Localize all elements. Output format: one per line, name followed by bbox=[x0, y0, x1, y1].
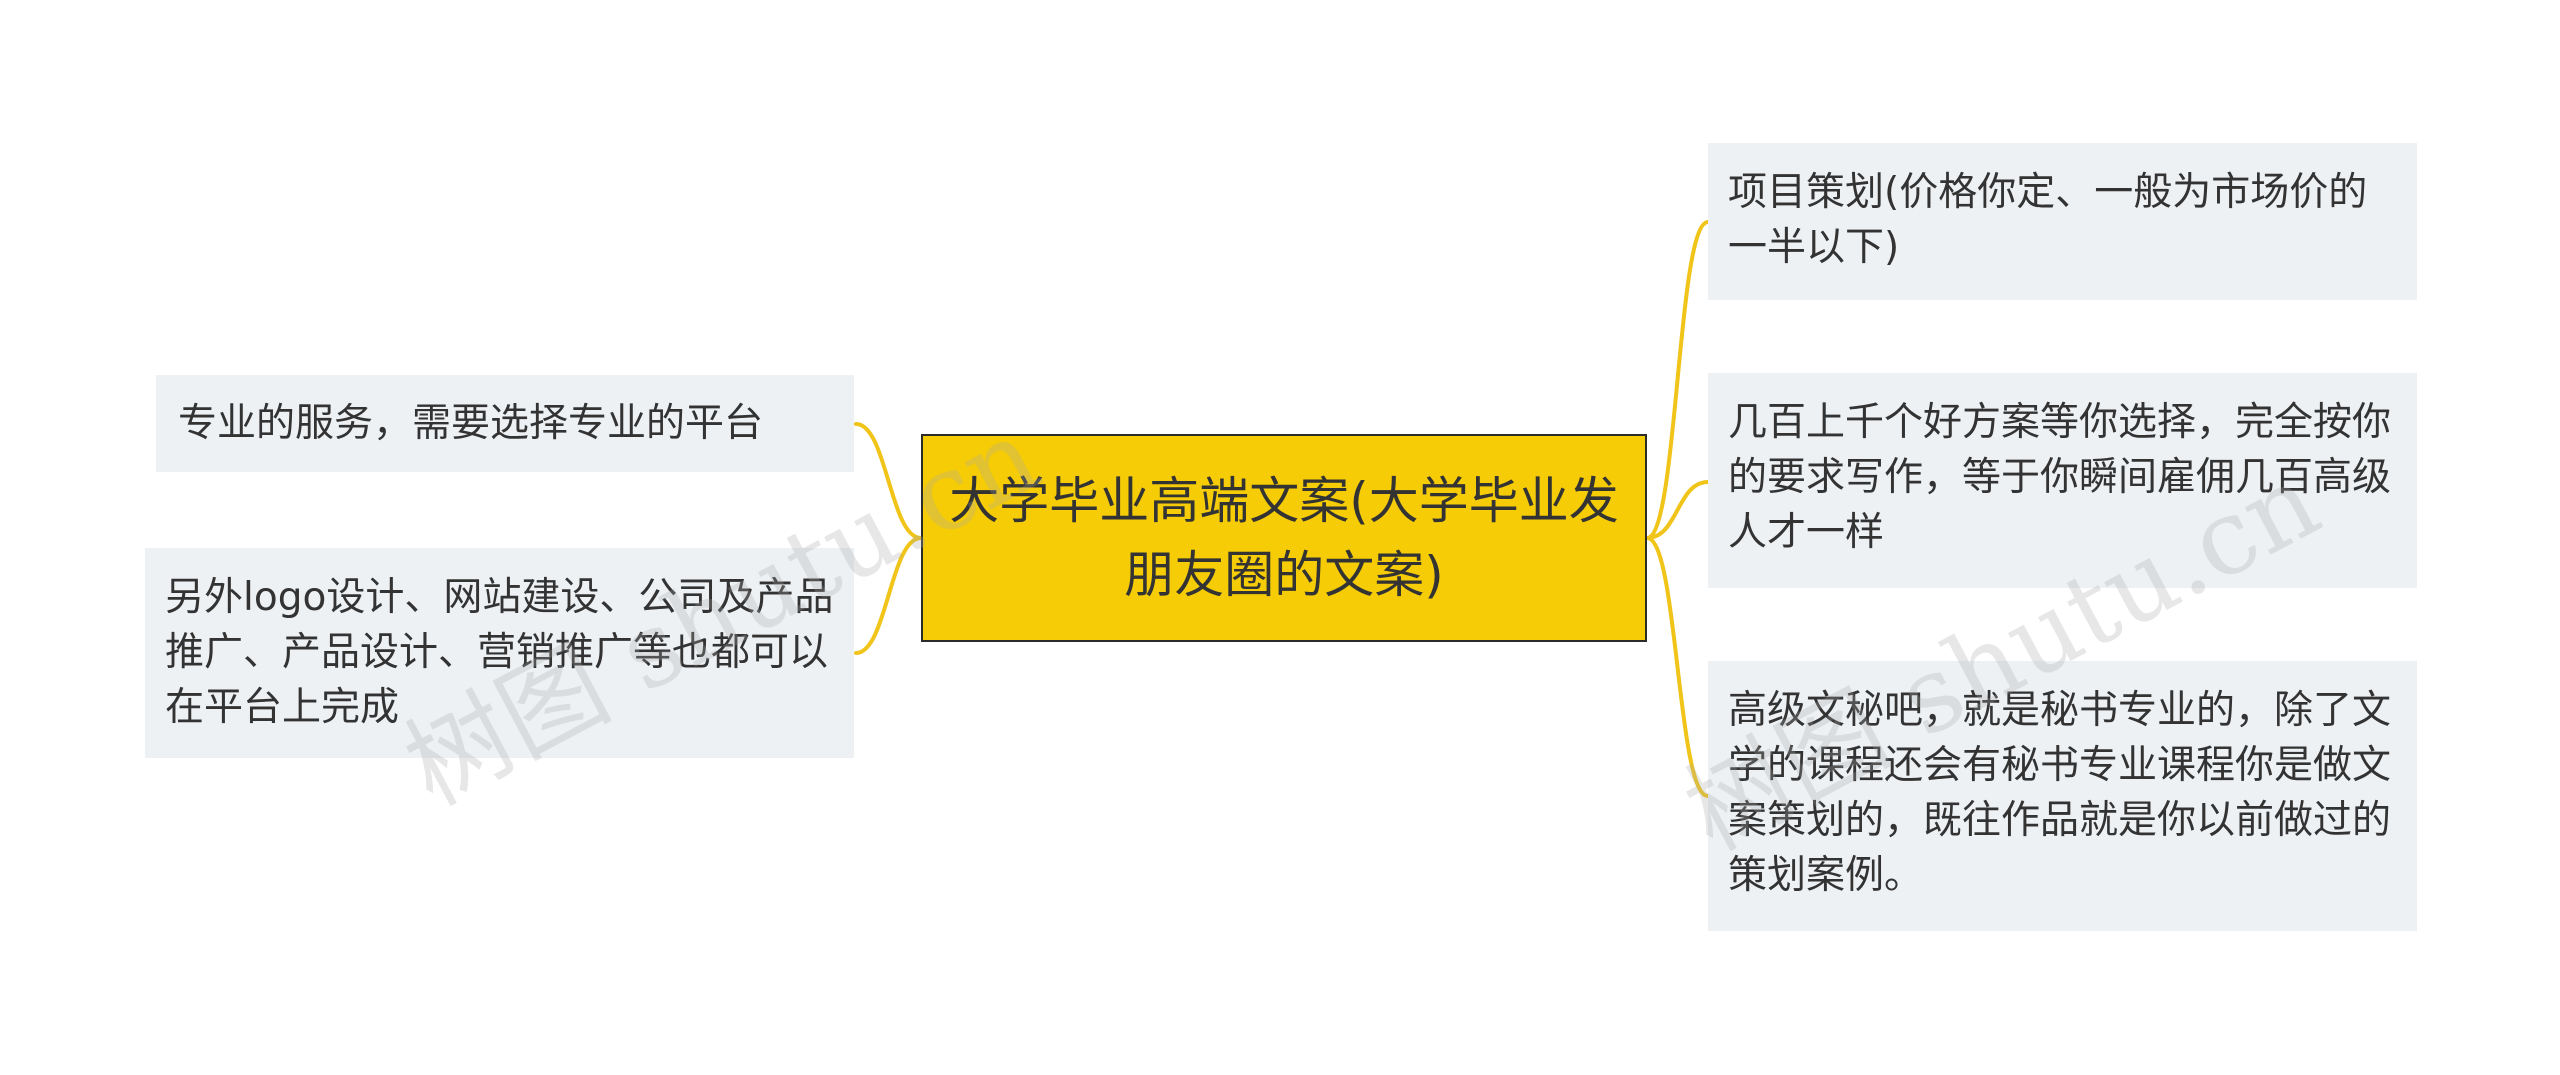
connector-right-3 bbox=[1645, 536, 1710, 798]
left-topic-1[interactable]: 专业的服务，需要选择专业的平台 bbox=[156, 375, 854, 472]
right-topic-1[interactable]: 项目策划(价格你定、一般为市场价的一半以下) bbox=[1708, 143, 2417, 300]
central-topic-text: 大学毕业高端文案(大学毕业发朋友圈的文案) bbox=[949, 472, 1619, 604]
central-topic[interactable]: 大学毕业高端文案(大学毕业发朋友圈的文案) bbox=[921, 434, 1647, 642]
left-topic-2-text: 另外logo设计、网站建设、公司及产品推广、产品设计、营销推广等也都可以在平台上… bbox=[165, 575, 834, 730]
right-topic-2[interactable]: 几百上千个好方案等你选择，完全按你的要求写作，等于你瞬间雇佣几百高级人才一样 bbox=[1708, 373, 2417, 588]
connector-right-1 bbox=[1645, 220, 1710, 540]
left-topic-1-text: 专业的服务，需要选择专业的平台 bbox=[178, 401, 764, 446]
connector-left-1 bbox=[854, 422, 923, 540]
right-topic-2-text: 几百上千个好方案等你选择，完全按你的要求写作，等于你瞬间雇佣几百高级人才一样 bbox=[1728, 400, 2392, 555]
connector-left-2 bbox=[854, 536, 923, 655]
right-topic-1-text: 项目策划(价格你定、一般为市场价的一半以下) bbox=[1728, 170, 2368, 270]
right-topic-3[interactable]: 高级文秘吧，就是秘书专业的，除了文学的课程还会有秘书专业课程你是做文案策划的，既… bbox=[1708, 661, 2417, 931]
right-topic-3-text: 高级文秘吧，就是秘书专业的，除了文学的课程还会有秘书专业课程你是做文案策划的，既… bbox=[1728, 688, 2392, 898]
left-topic-2[interactable]: 另外logo设计、网站建设、公司及产品推广、产品设计、营销推广等也都可以在平台上… bbox=[145, 548, 854, 758]
connector-right-2 bbox=[1645, 480, 1710, 540]
